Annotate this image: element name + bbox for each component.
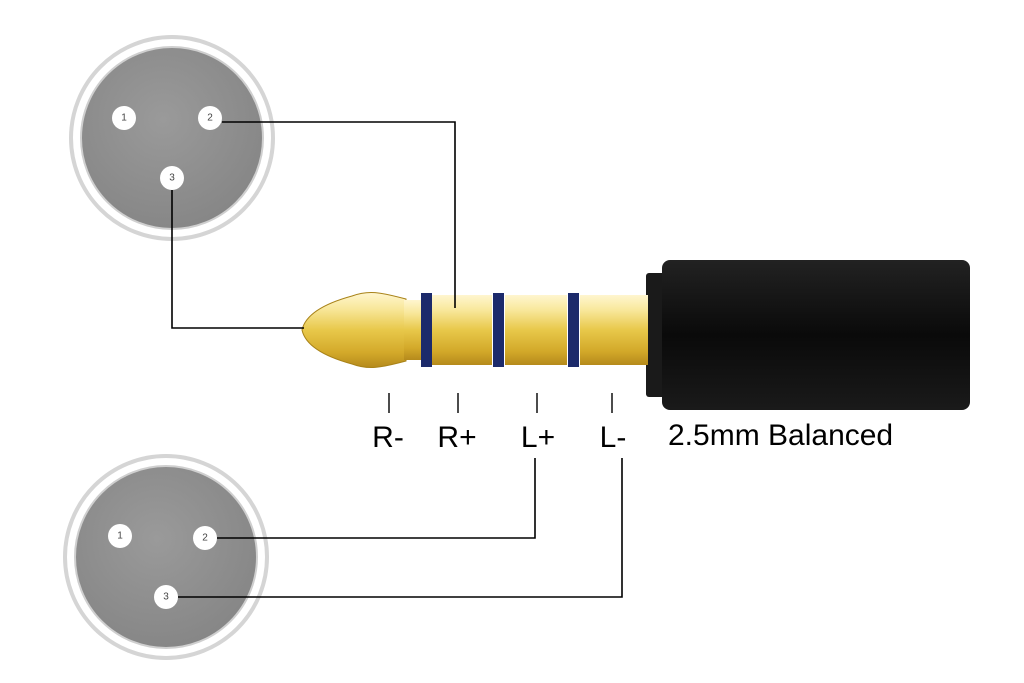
xlr-bottom-pin-3: 3 xyxy=(154,585,178,609)
pin-number: 2 xyxy=(202,533,208,544)
plug-ring-1 xyxy=(432,295,492,365)
xlr-top-pin-1: 1 xyxy=(112,106,136,130)
label-l-plus: L+ xyxy=(521,421,555,454)
wire-top-pin2-to-r-plus xyxy=(222,121,456,308)
xlr-bottom-face xyxy=(74,465,258,649)
xlr-bottom-pin-2: 2 xyxy=(193,526,217,550)
insulator-ring-1 xyxy=(421,293,432,367)
label-r-minus: R- xyxy=(372,421,404,454)
pin-number: 2 xyxy=(207,113,213,124)
xlr-top-pin-3: 3 xyxy=(160,166,184,190)
segment-ticks xyxy=(388,393,613,413)
wires xyxy=(171,121,623,598)
label-l-minus: L- xyxy=(600,421,627,454)
plug-body xyxy=(662,260,970,410)
xlr-connector-top: 1 2 3 xyxy=(69,35,275,241)
wire-bottom-pin2-to-l-plus xyxy=(217,458,536,539)
pin-number: 1 xyxy=(117,531,123,542)
xlr-top-pin-2: 2 xyxy=(198,106,222,130)
xlr-connector-bottom: 1 2 3 xyxy=(63,454,269,660)
trrs-plug xyxy=(301,260,970,410)
wire-top-pin3-to-r-minus xyxy=(171,190,304,329)
wire-bottom-pin3-to-l-minus xyxy=(178,458,623,598)
pin-number: 3 xyxy=(169,173,175,184)
label-r-plus: R+ xyxy=(437,421,476,454)
xlr-bottom-pin-1: 1 xyxy=(108,524,132,548)
plug-ring-2 xyxy=(505,295,567,365)
plug-shaft xyxy=(301,291,648,369)
plug-tip xyxy=(301,291,407,369)
insulator-ring-2 xyxy=(493,293,504,367)
plug-type-label: 2.5mm Balanced xyxy=(668,419,893,452)
pin-number: 1 xyxy=(121,113,127,124)
plug-sleeve xyxy=(580,295,648,365)
insulator-ring-3 xyxy=(568,293,579,367)
pin-number: 3 xyxy=(163,592,169,603)
